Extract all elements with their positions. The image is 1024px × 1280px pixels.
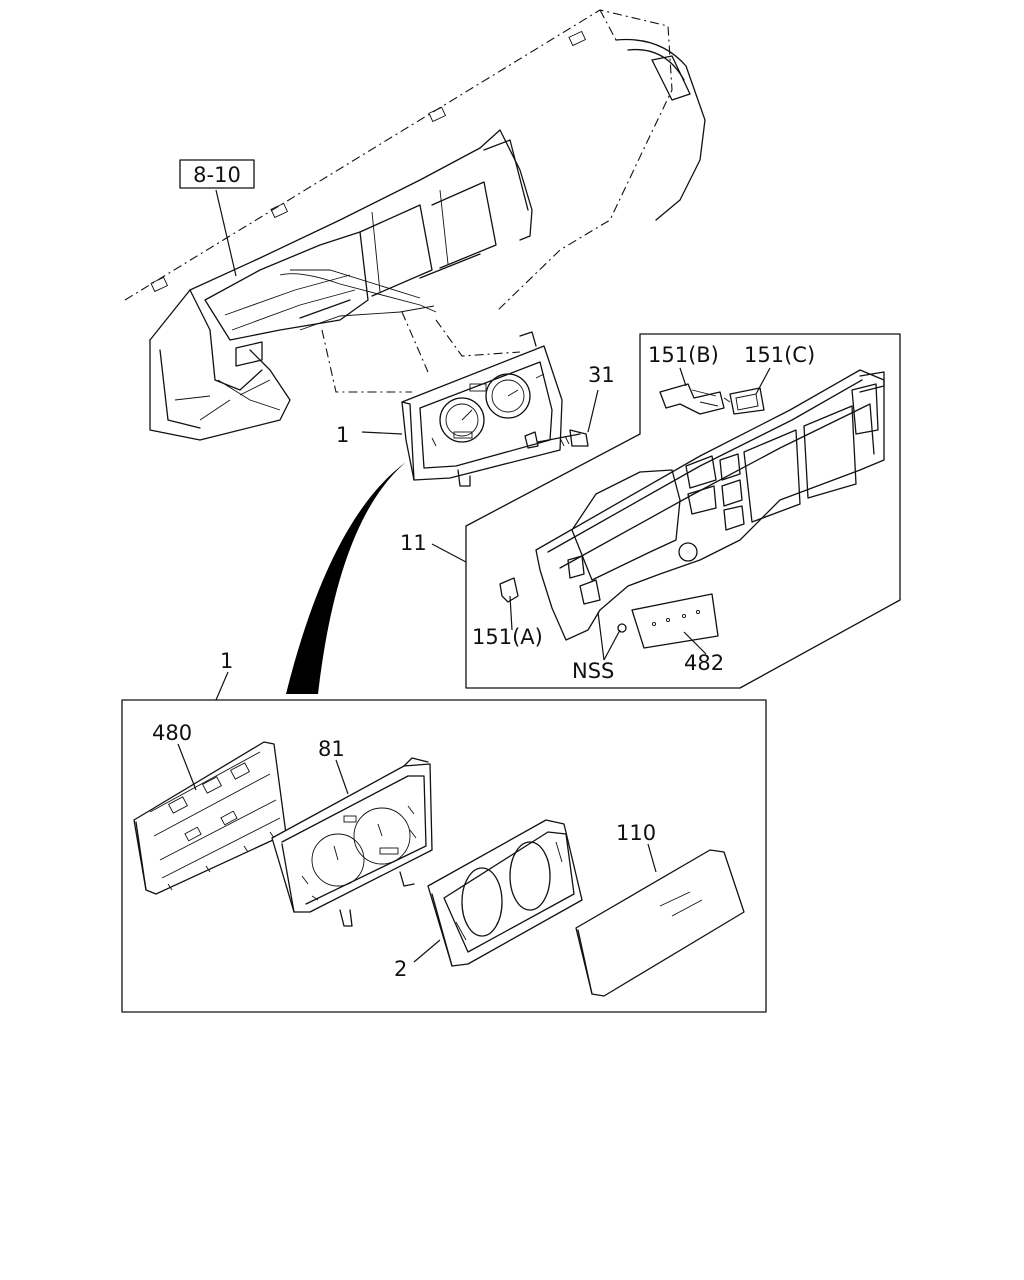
callout-81: 81 xyxy=(318,737,345,761)
callout-31: 31 xyxy=(588,363,615,387)
callout-151a: 151(A) xyxy=(472,625,543,649)
dashboard-assembly xyxy=(124,9,706,441)
dial-plate-81 xyxy=(271,757,433,927)
instrument-cluster-installed xyxy=(401,331,589,487)
cluster-case-2 xyxy=(427,819,583,967)
bezel-group xyxy=(465,333,901,689)
circuit-board-480 xyxy=(133,741,287,895)
callout-110: 110 xyxy=(616,821,656,845)
callout-1-detail: 1 xyxy=(220,649,233,673)
callout-2: 2 xyxy=(394,957,407,981)
callout-151b: 151(B) xyxy=(648,343,719,367)
lens-110 xyxy=(575,849,745,997)
callout-8-10: 8-10 xyxy=(193,163,241,187)
reference-box xyxy=(179,159,255,189)
callout-482: 482 xyxy=(684,651,724,675)
detail-arrow xyxy=(286,462,406,694)
callout-151c: 151(C) xyxy=(744,343,815,367)
cluster-exploded-detail xyxy=(121,699,767,1013)
leader-lines xyxy=(177,189,771,963)
callout-480: 480 xyxy=(152,721,192,745)
callout-labels: 8-10 1 31 151(B) 151(C) 11 151(A) NSS 48… xyxy=(152,159,815,981)
callout-11: 11 xyxy=(400,531,427,555)
callout-nss: NSS xyxy=(572,659,614,683)
callout-1-top: 1 xyxy=(336,423,349,447)
